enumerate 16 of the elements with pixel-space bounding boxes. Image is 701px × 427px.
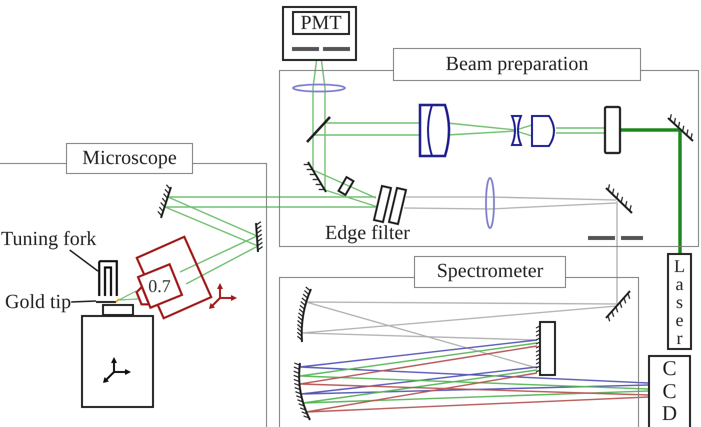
detector-label: PMT [292,11,350,35]
camera-box: CCD [648,355,691,427]
part-label: Tuning fork [1,228,96,250]
leader-line [71,300,96,303]
tuning-fork [98,260,118,297]
leader-line [69,249,98,272]
section-title: Beam preparation [393,48,641,81]
part-label: Edge filter [325,222,410,244]
section-title: Spectrometer [414,256,566,288]
light-source-box: Laser [667,253,692,350]
section-title: Microscope [66,143,193,174]
objective-label: 0.7 [148,277,171,295]
probe-tip [96,298,120,304]
detector-box [282,6,357,61]
scan-stage [81,315,154,408]
part-label: Gold tip [5,291,72,313]
